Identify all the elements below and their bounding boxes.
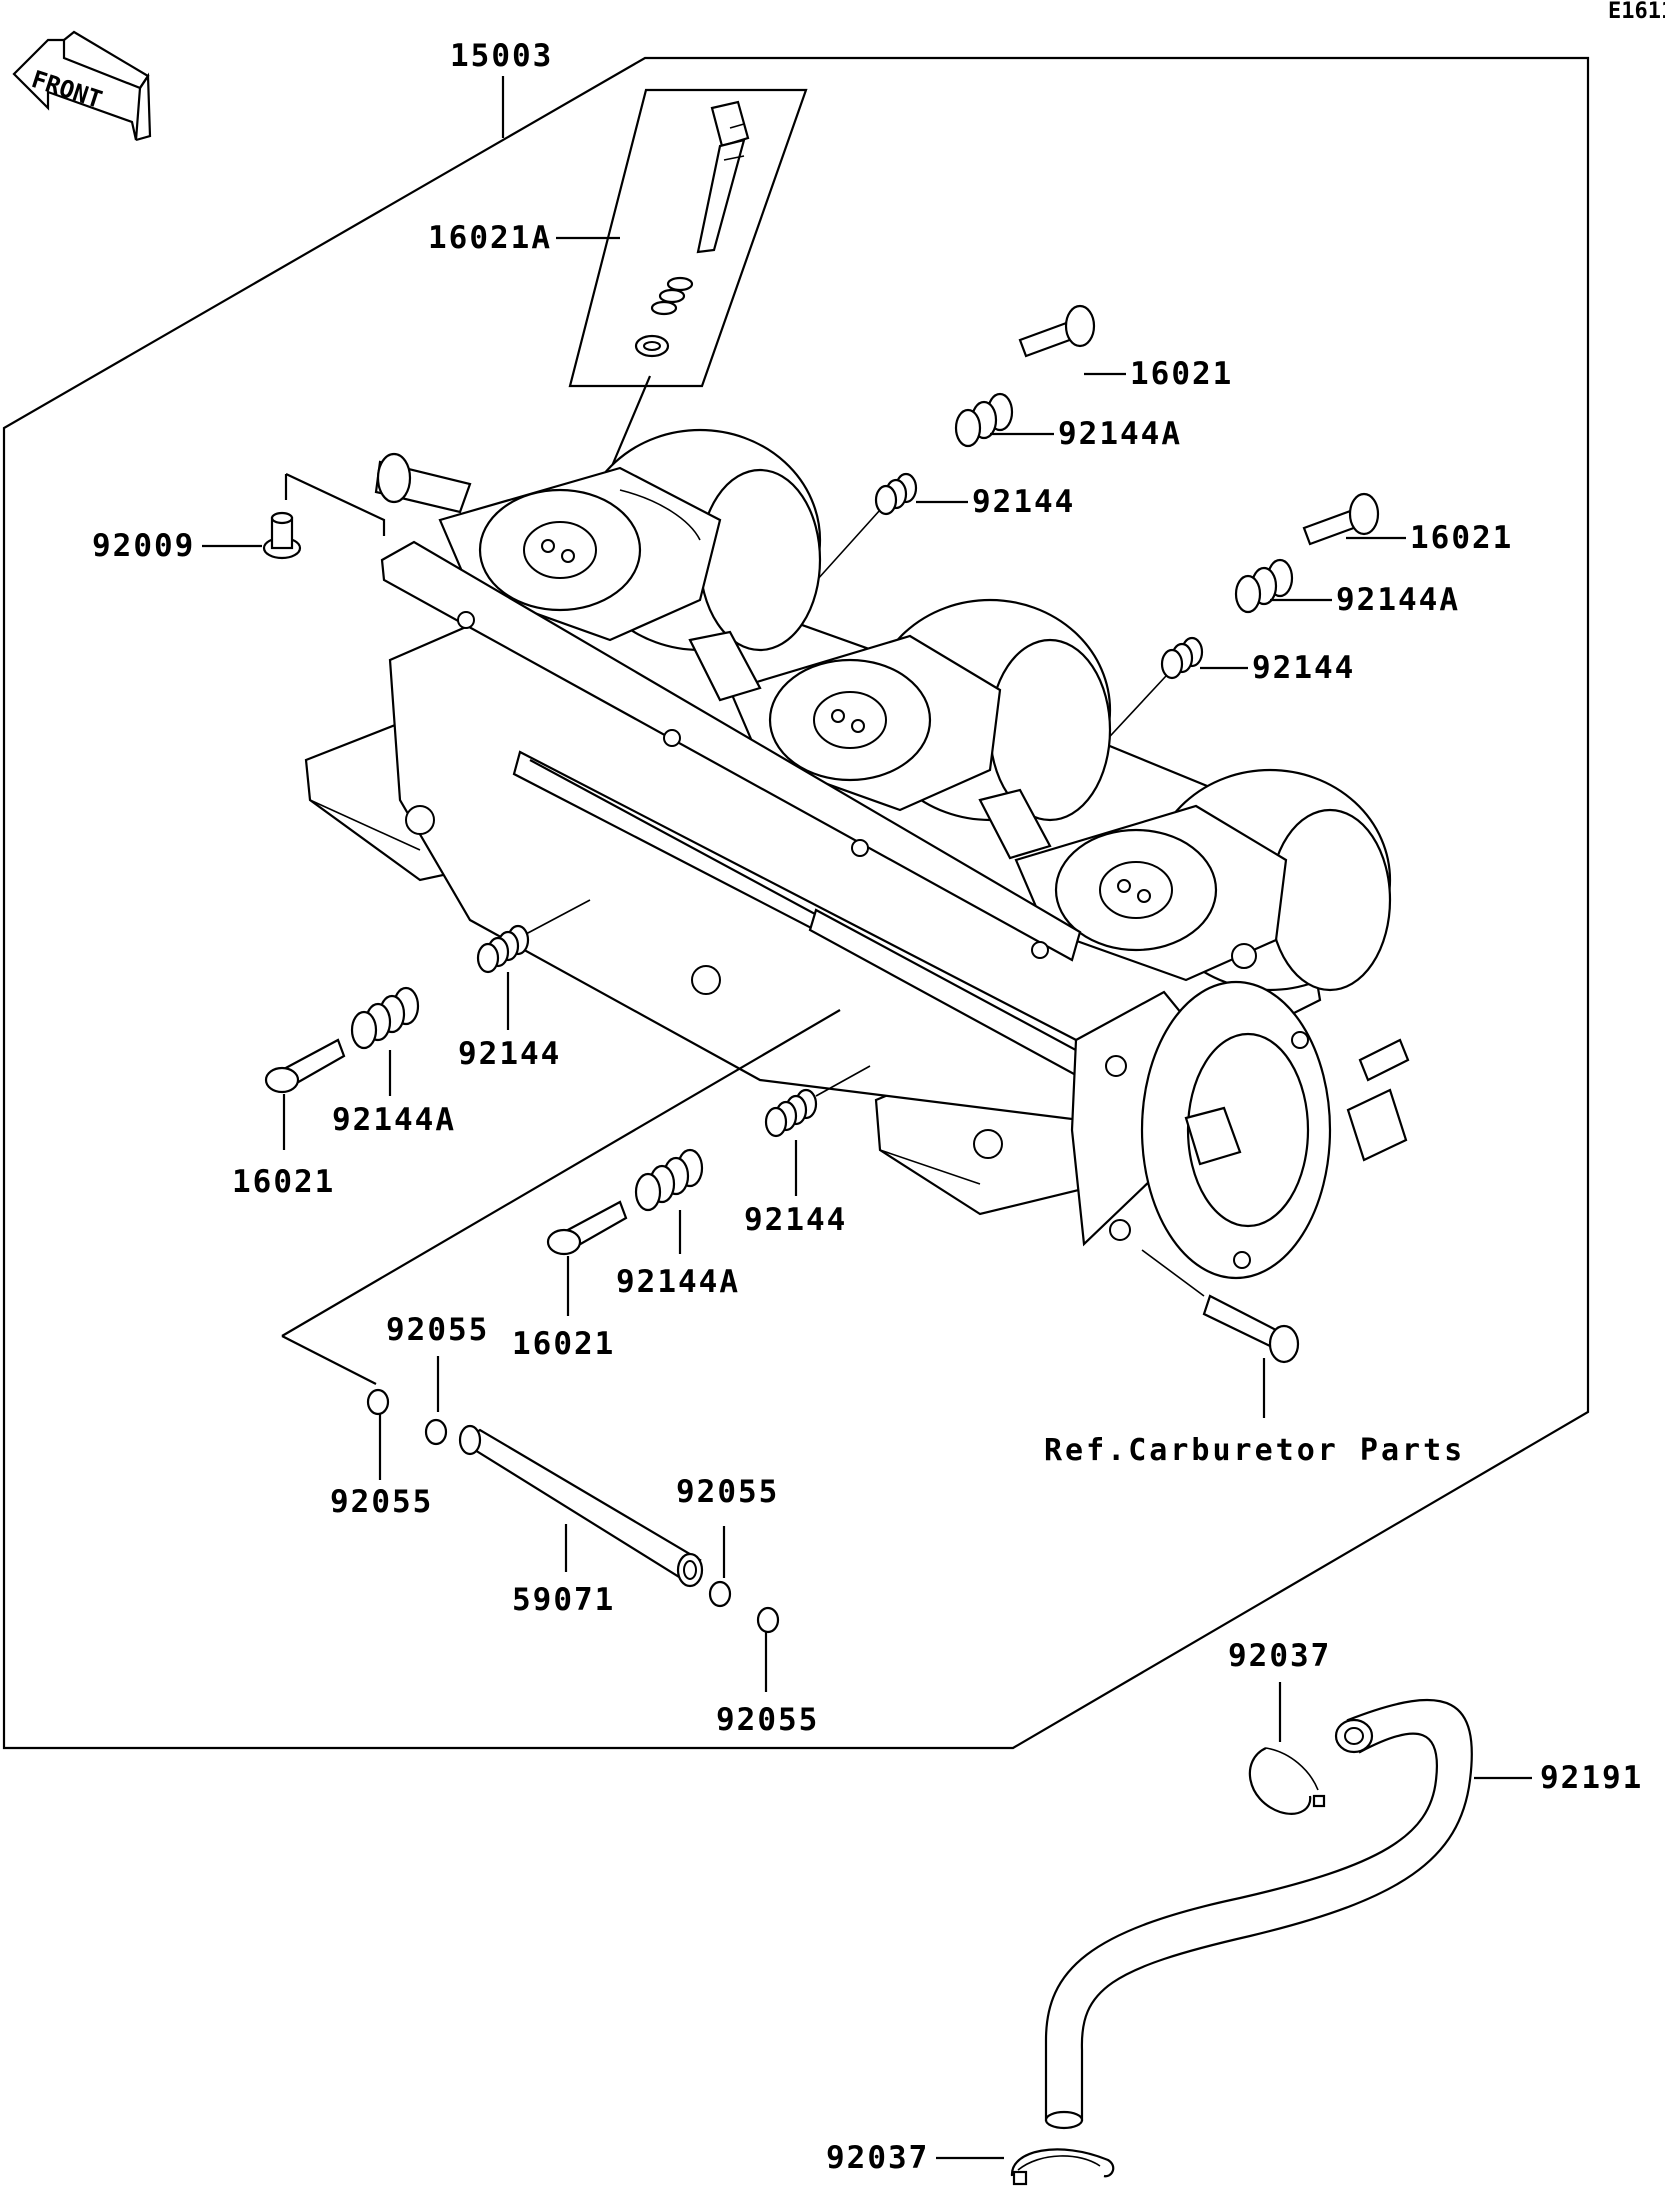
bolt-icon — [1202, 1294, 1300, 1364]
drawing-code: E1611 — [1608, 0, 1665, 24]
label-assy: 15003 — [450, 38, 553, 74]
screw-icon — [546, 1200, 628, 1256]
label-small-screw: 92009 — [92, 528, 195, 564]
hose-icon — [1044, 1698, 1473, 2130]
pilot-screw-set-box — [568, 88, 808, 388]
label-pipe: 59071 — [512, 1582, 615, 1618]
reference-text: Ref.Carburetor Parts — [1044, 1433, 1465, 1468]
screw-icon — [1302, 492, 1380, 546]
front-arrow-icon: FRONT — [12, 30, 152, 142]
label-spring-2: 92144 — [1252, 650, 1355, 686]
screw-icon — [264, 1038, 346, 1094]
spring-icon — [350, 986, 420, 1050]
label-oring-4: 92055 — [716, 1702, 819, 1738]
label-spring-3: 92144 — [458, 1036, 561, 1072]
assembly-outline — [2, 56, 1590, 1750]
label-screw-3: 16021 — [232, 1164, 335, 1200]
label-spring-1: 92144 — [972, 484, 1075, 520]
label-spring-a-2: 92144A — [1336, 582, 1460, 618]
pilot-spring-icon — [650, 276, 694, 316]
label-hose: 92191 — [1540, 1760, 1643, 1796]
clamp-icon — [1010, 2148, 1115, 2186]
spring-icon — [954, 392, 1014, 448]
label-screw-4: 16021 — [512, 1326, 615, 1362]
label-spring-a-4: 92144A — [616, 1264, 740, 1300]
label-oring-3: 92055 — [676, 1474, 779, 1510]
spring-icon — [1160, 636, 1204, 680]
label-oring-1: 92055 — [386, 1312, 489, 1348]
screw-icon — [1018, 304, 1096, 358]
pilot-screw-icon — [696, 100, 750, 254]
label-pilot-screw-set: 16021A — [428, 220, 552, 256]
label-oring-2: 92055 — [330, 1484, 433, 1520]
oring-icon — [366, 1388, 448, 1446]
carburetor-assembly — [304, 428, 1410, 1280]
label-spring-a-3: 92144A — [332, 1102, 456, 1138]
spring-icon — [1234, 558, 1294, 614]
label-screw-2: 16021 — [1410, 520, 1513, 556]
label-spring-a-1: 92144A — [1058, 416, 1182, 452]
spring-icon — [476, 924, 530, 974]
spring-icon — [764, 1088, 818, 1138]
oring-icon — [708, 1580, 780, 1634]
label-clamp-1: 92037 — [1228, 1638, 1331, 1674]
clamp-icon — [1248, 1747, 1326, 1815]
label-screw-1: 16021 — [1130, 356, 1233, 392]
label-clamp-2: 92037 — [826, 2140, 929, 2176]
pilot-washer-icon — [634, 334, 670, 358]
small-screw-icon — [262, 511, 302, 560]
fuel-pipe-icon — [458, 1424, 704, 1588]
spring-icon — [634, 1148, 704, 1212]
label-spring-4: 92144 — [744, 1202, 847, 1238]
spring-icon — [874, 472, 918, 516]
